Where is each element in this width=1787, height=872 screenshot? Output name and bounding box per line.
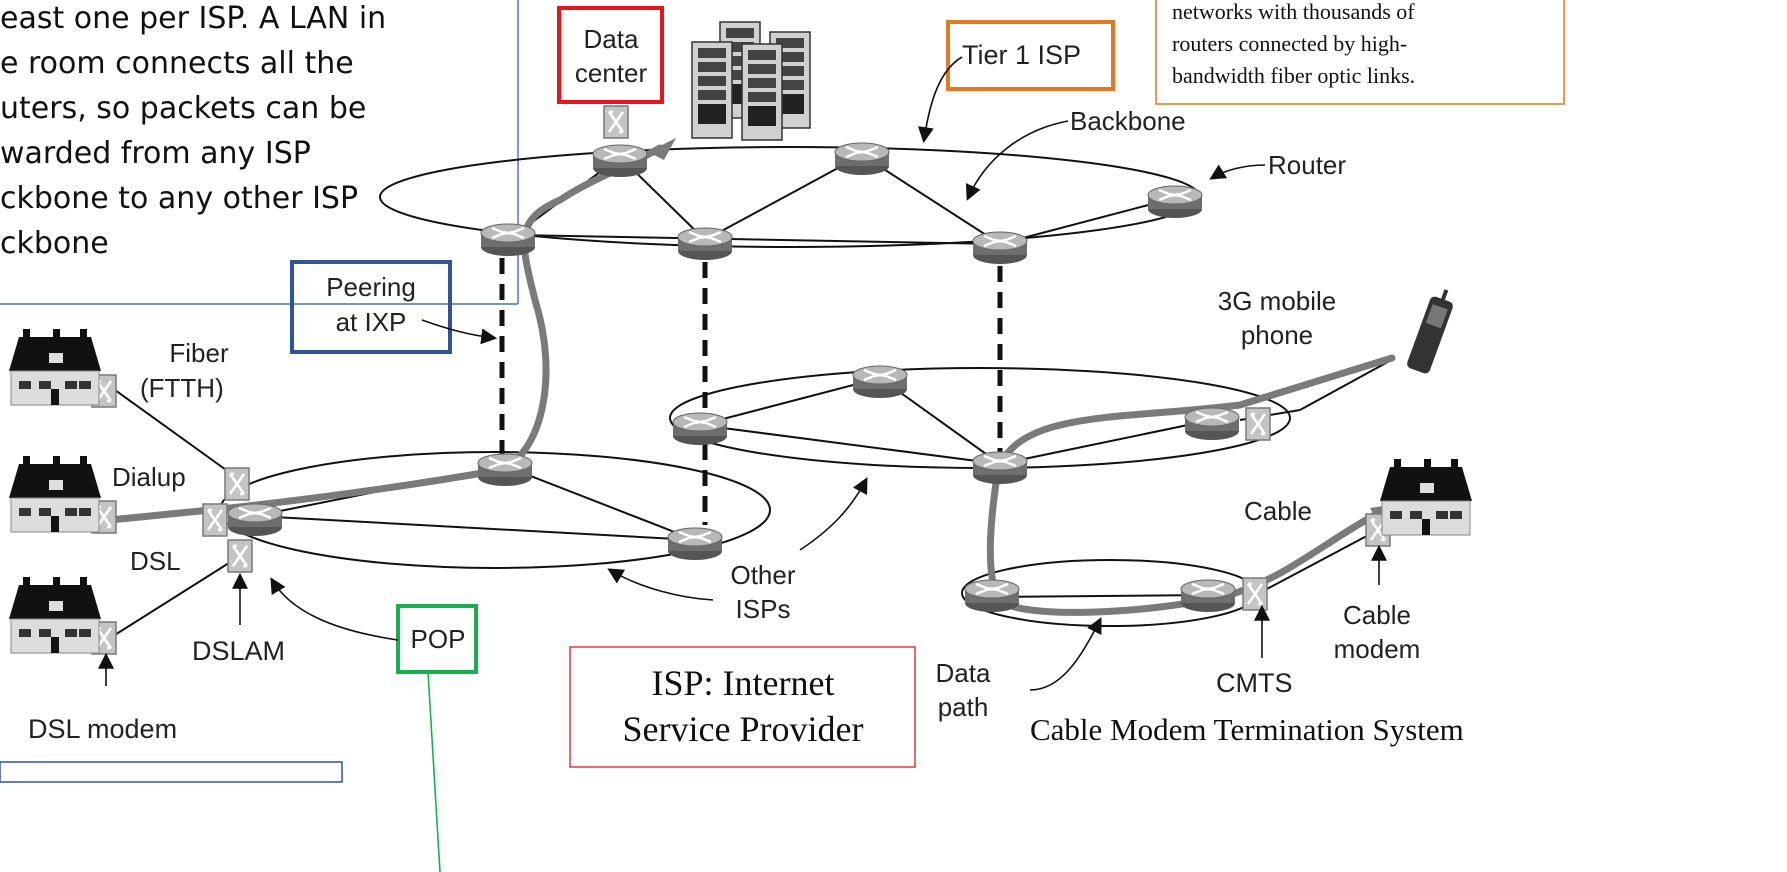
router-icon bbox=[666, 526, 724, 562]
note-line: bandwidth fiber optic links. bbox=[1172, 63, 1416, 88]
router-icon bbox=[479, 222, 537, 258]
pop-leader-line bbox=[427, 671, 441, 872]
intro-line: uters, so packets can be bbox=[0, 91, 367, 126]
data-center-label: Data center bbox=[560, 22, 662, 90]
router-label: Router bbox=[1268, 150, 1347, 180]
backbone-label: Backbone bbox=[1070, 106, 1186, 136]
router-icon bbox=[591, 143, 649, 179]
router-icon bbox=[476, 452, 534, 488]
dslam-label: DSLAM bbox=[192, 636, 286, 666]
intro-line: e room connects all the bbox=[0, 46, 354, 81]
router-icon bbox=[971, 230, 1029, 266]
router-icon bbox=[226, 502, 284, 538]
cmts-definition: Cable Modem Termination System bbox=[1030, 712, 1464, 747]
cable-modem-label: Cable modem bbox=[1318, 598, 1436, 666]
dsl-modem-label: DSL modem bbox=[28, 714, 178, 744]
fiber-label: Fiber (FTTH) bbox=[140, 336, 258, 406]
label-line: Data bbox=[583, 24, 639, 54]
other-isps-label: Other ISPs bbox=[718, 558, 808, 626]
dialup-label: Dialup bbox=[112, 462, 186, 492]
data-center-box bbox=[557, 6, 664, 104]
router-icon bbox=[851, 364, 909, 400]
intro-line: east one per ISP. A LAN in bbox=[0, 1, 387, 36]
router-icon bbox=[671, 411, 729, 447]
router-icon bbox=[833, 141, 891, 177]
label-line: ISP: Internet bbox=[651, 663, 835, 703]
note-line: networks with thousands of bbox=[1172, 0, 1415, 24]
router-icon bbox=[971, 450, 1029, 486]
house-icon bbox=[8, 328, 102, 406]
house-icon bbox=[1379, 458, 1473, 536]
phone-icon bbox=[1407, 289, 1453, 374]
tier1-isp-box bbox=[946, 20, 1115, 91]
modem-icon bbox=[201, 502, 229, 538]
modem-icon bbox=[223, 466, 251, 502]
cmts-label: CMTS bbox=[1216, 668, 1293, 698]
intro-paragraph: east one per ISP. A LAN in e room connec… bbox=[0, 0, 386, 266]
server-icon bbox=[691, 21, 811, 141]
tier1-isp-label: Tier 1 ISP bbox=[962, 40, 1082, 70]
cable-isp-links bbox=[994, 529, 1379, 598]
label-line: Other bbox=[730, 560, 796, 590]
tier1-note: networks with thousands of routers conne… bbox=[1172, 0, 1415, 92]
dsl-label: DSL bbox=[130, 546, 181, 576]
mobile-phone-label: 3G mobile phone bbox=[1212, 284, 1342, 352]
house-icon bbox=[8, 455, 102, 533]
pop-box bbox=[396, 604, 478, 674]
other-isp-links bbox=[699, 357, 1396, 465]
label-line: (FTTH) bbox=[140, 373, 224, 403]
label-line: Data bbox=[935, 658, 991, 688]
label-line: path bbox=[937, 692, 989, 722]
label-line: ISPs bbox=[735, 594, 791, 624]
label-line: modem bbox=[1333, 634, 1421, 664]
label-line: Fiber bbox=[169, 338, 229, 368]
label-line: at IXP bbox=[335, 307, 407, 337]
intro-line: ckbone bbox=[0, 226, 109, 261]
label-line: Cable bbox=[1343, 600, 1411, 630]
router-icon bbox=[1183, 406, 1241, 442]
data-path-left bbox=[106, 144, 664, 524]
modem-icon bbox=[1244, 406, 1272, 442]
modem-icon bbox=[1241, 576, 1269, 612]
label-line: 3G mobile bbox=[1217, 286, 1337, 316]
router-icon bbox=[1179, 578, 1237, 614]
house-icon bbox=[8, 576, 102, 654]
peering-label: Peering at IXP bbox=[292, 270, 450, 340]
label-line: phone bbox=[1240, 320, 1314, 350]
peering-links bbox=[499, 258, 1003, 525]
router-icon bbox=[963, 578, 1021, 614]
router-icon bbox=[676, 226, 734, 262]
isp-definition-box bbox=[569, 646, 916, 768]
modem-icon bbox=[226, 538, 254, 574]
callout-arrows bbox=[98, 56, 1387, 691]
data-path-arrowhead bbox=[648, 138, 676, 160]
data-path-right bbox=[986, 354, 1396, 616]
note-line: routers connected by high- bbox=[1172, 31, 1408, 56]
label-line: Service Provider bbox=[622, 709, 864, 749]
isp-definition: ISP: Internet Service Provider bbox=[572, 660, 914, 752]
bottom-panel-box bbox=[0, 761, 343, 783]
label-line: Peering bbox=[326, 272, 416, 302]
intro-line: ckbone to any other ISP bbox=[0, 181, 359, 216]
data-path-label: Data path bbox=[928, 656, 998, 724]
tier1-note-box bbox=[1155, 0, 1565, 105]
pop-label: POP bbox=[410, 624, 466, 654]
label-line: center bbox=[574, 58, 648, 88]
router-icon bbox=[1146, 184, 1204, 220]
peering-box bbox=[290, 260, 452, 354]
cable-label: Cable bbox=[1244, 496, 1312, 526]
modem-icon bbox=[602, 104, 630, 140]
intro-line: warded from any ISP bbox=[0, 136, 311, 171]
